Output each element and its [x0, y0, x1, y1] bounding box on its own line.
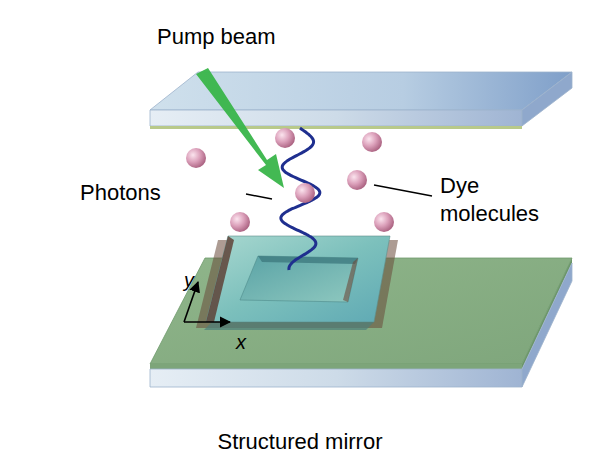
label-text: y [184, 268, 194, 293]
label-text: Structured mirror [217, 428, 382, 456]
dye-molecules [186, 128, 394, 232]
dye-molecule [295, 183, 315, 203]
label-text: Photons [80, 179, 161, 207]
label-text: Dye molecules [440, 172, 575, 227]
leader-line [246, 194, 272, 199]
photon-wave-path [281, 128, 320, 270]
label-text: Pump beam [157, 23, 276, 51]
label-text: x [236, 330, 246, 355]
leader-line [374, 185, 432, 196]
photon-wave [281, 128, 320, 270]
pump-beam-arrow [196, 68, 284, 188]
structured-mirror [150, 236, 572, 387]
